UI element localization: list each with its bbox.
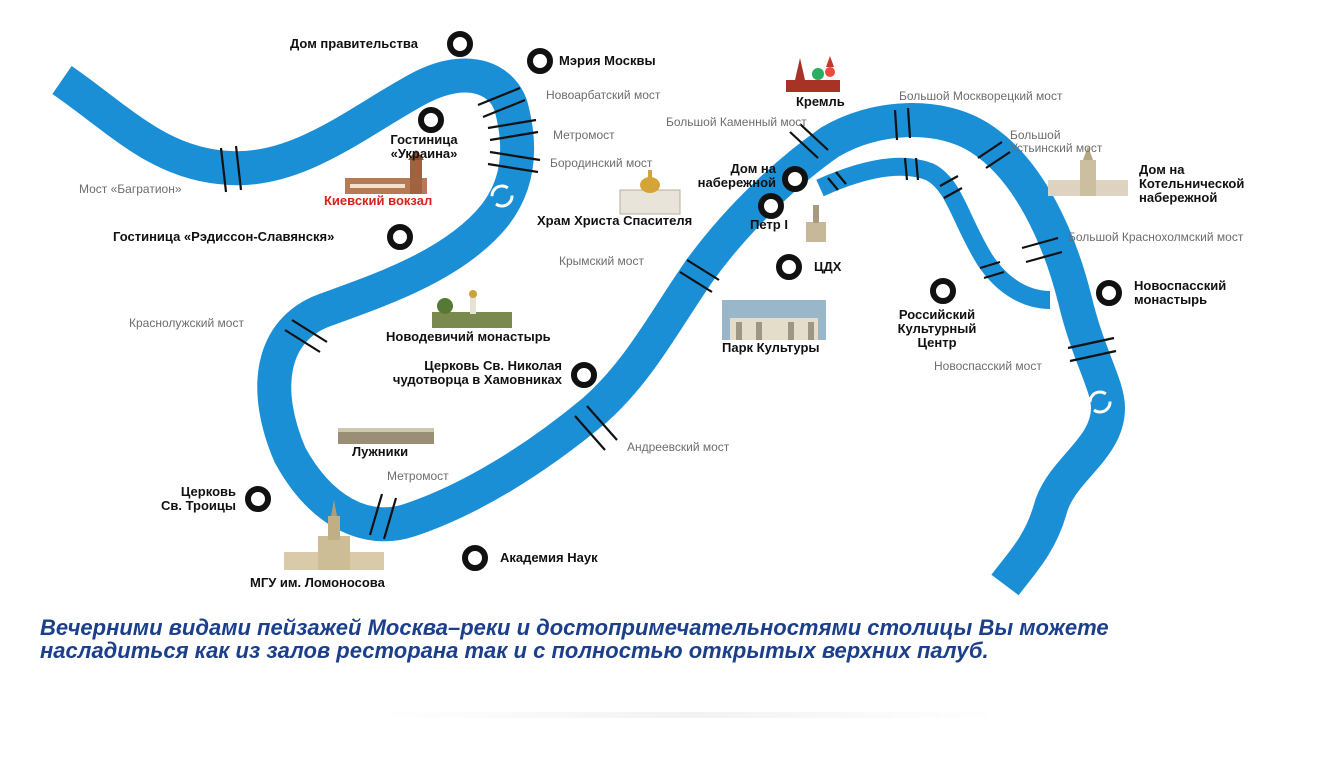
- label-bridge-bolshoy-moskvoretsky: Большой Москворецкий мост: [899, 89, 1063, 103]
- label-bridge-krasnokholmsky: Большой Краснохолмский мост: [1068, 230, 1244, 244]
- bridge-mark-bolshoy-moskvoretsky: [893, 107, 912, 141]
- bridge-mark-canal-2: [903, 157, 920, 181]
- label-cdh: ЦДХ: [814, 259, 842, 274]
- bridge-mark-bolshoy-kamenny: [789, 123, 829, 159]
- bridge-mark-canal-1: [827, 171, 847, 191]
- park-kultury-picture: [722, 300, 826, 340]
- luzhniki-picture: [338, 428, 434, 444]
- label-ukraina: Гостиница«Украина»: [390, 132, 458, 162]
- caption-line-2: насладиться как из залов ресторана так и…: [40, 638, 989, 664]
- bridge-mark-metromost-bottom: [368, 493, 398, 540]
- faded-divider: [380, 712, 1000, 718]
- turnaround-icon: [1088, 390, 1112, 414]
- stop-marker-akademia[interactable]: [462, 545, 488, 571]
- label-bridge-borodinsky: Бородинский мост: [550, 156, 653, 170]
- label-petr: Петр I: [750, 217, 788, 232]
- stop-marker-troitsa[interactable]: [245, 486, 271, 512]
- stop-marker-radisson[interactable]: [387, 224, 413, 250]
- bridge-mark-metromost-top: [487, 118, 539, 142]
- label-radisson: Гостиница «Рэдиссон-Славянскя»: [113, 229, 335, 244]
- stop-marker-meria[interactable]: [527, 48, 553, 74]
- turnaround-icon: [490, 184, 514, 208]
- label-novodevichy: Новодевичий монастырь: [386, 329, 551, 344]
- label-dom-pravitelstva: Дом правительства: [290, 36, 418, 51]
- caption: Вечерними видами пейзажей Москва–реки и …: [40, 616, 1300, 663]
- bridge-mark-krymsky: [679, 259, 720, 293]
- moscow-river: [52, 58, 1125, 596]
- label-bridge-metromost-top: Метромост: [553, 128, 615, 142]
- label-park-kultury: Парк Культуры: [722, 340, 820, 355]
- bridge-mark-bagration: [219, 145, 243, 193]
- mgu-picture: [284, 500, 384, 570]
- label-bridge-metromost-bottom: Метромост: [387, 469, 449, 483]
- label-kreml: Кремль: [796, 94, 845, 109]
- label-luzhniki: Лужники: [352, 444, 409, 459]
- stop-marker-dom-pravitelstva[interactable]: [447, 31, 473, 57]
- bridge-mark-borodinsky: [487, 150, 541, 174]
- vodootvodny-canal: [816, 157, 1051, 309]
- stop-marker-petr[interactable]: [758, 193, 784, 219]
- label-hram: Храм Христа Спасителя: [537, 213, 693, 228]
- caption-line-1: Вечерними видами пейзажей Москва–реки и …: [40, 615, 1109, 640]
- kievsky-station-picture: [345, 150, 427, 194]
- bridge-mark-andreevsky: [574, 405, 618, 451]
- label-bridge-novoarbatsky: Новоарбатский мост: [546, 88, 661, 102]
- kotelnicheskaya-picture: [1048, 146, 1128, 196]
- stop-marker-dom-naberezhnoy[interactable]: [782, 166, 808, 192]
- label-mgu: МГУ им. Ломоносова: [250, 575, 385, 590]
- bridge-mark-canal-4: [979, 260, 1005, 280]
- river-map: [52, 56, 1128, 596]
- bridge-mark-krasnoluzhsky: [284, 319, 328, 353]
- bridge-mark-novoarbatsky: [477, 86, 526, 119]
- label-bridge-andreevsky: Андреевский мост: [627, 440, 730, 454]
- bridge-mark-krasnokholmsky: [1021, 236, 1063, 264]
- novodevichy-picture: [432, 290, 512, 328]
- label-akademia: Академия Наук: [500, 550, 598, 565]
- label-bridge-krasnoluzhsky: Краснолужский мост: [129, 316, 244, 330]
- label-bridge-bagration: Мост «Багратион»: [79, 182, 182, 196]
- bridge-mark-ustyinsky: [977, 141, 1011, 169]
- stop-marker-cdh[interactable]: [776, 254, 802, 280]
- stop-marker-nikola[interactable]: [571, 362, 597, 388]
- bridge-mark-canal-3: [939, 175, 963, 199]
- label-bridge-novospassky: Новоспасский мост: [934, 359, 1042, 373]
- stop-marker-rkc[interactable]: [930, 278, 956, 304]
- label-meria: Мэрия Москвы: [559, 53, 656, 68]
- label-bridge-bolshoy-kamenny: Большой Каменный мост: [666, 115, 807, 129]
- stop-marker-novospassky-mon[interactable]: [1096, 280, 1122, 306]
- bridge-mark-novospassky: [1067, 336, 1117, 363]
- label-kievsky: Киевский вокзал: [324, 193, 433, 208]
- kremlin-picture: [786, 56, 840, 92]
- stop-marker-ukraina[interactable]: [418, 107, 444, 133]
- label-bridge-krymsky: Крымский мост: [559, 254, 644, 268]
- petr-statue-picture: [806, 205, 826, 242]
- cathedral-picture: [619, 170, 681, 215]
